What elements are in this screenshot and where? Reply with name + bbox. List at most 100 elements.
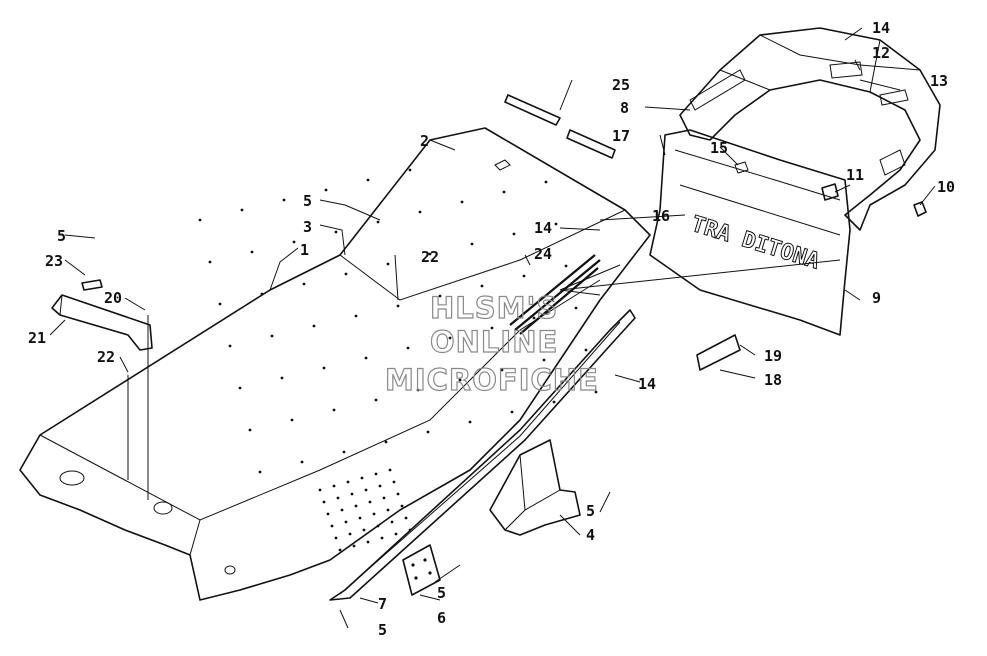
callout-1: 1 — [300, 241, 309, 259]
rivet-hole — [394, 532, 398, 536]
bracket — [489, 439, 581, 536]
callout-18: 18 — [764, 371, 782, 389]
callout-11: 11 — [846, 166, 864, 184]
rivet-hole — [554, 222, 558, 226]
rivet-hole — [300, 460, 304, 464]
callout-19: 19 — [764, 347, 782, 365]
rivet-hole — [334, 536, 338, 540]
rivet-hole — [354, 504, 358, 508]
callout-14-top: 14 — [872, 19, 890, 37]
rivet-hole — [378, 484, 382, 488]
rivet-hole — [336, 496, 340, 500]
rivet-hole — [372, 512, 376, 516]
rivet-hole — [390, 520, 394, 524]
decal-strips — [504, 94, 616, 159]
rear-bumper — [679, 27, 941, 231]
rivet-hole — [352, 544, 356, 548]
watermark-line-3: MICROFICHE — [385, 363, 599, 397]
rivet-hole — [376, 220, 380, 224]
callout-24: 24 — [534, 245, 552, 263]
rivet-hole — [322, 500, 326, 504]
hatched-strip — [509, 254, 601, 335]
callout-20: 20 — [104, 289, 122, 307]
rivet-hole — [350, 492, 354, 496]
callout-13: 13 — [930, 72, 948, 90]
rivet-hole — [502, 190, 506, 194]
rivet-hole — [238, 386, 242, 390]
rivet-hole — [574, 306, 578, 310]
rivet-hole — [240, 208, 244, 212]
rivet-hole — [418, 210, 422, 214]
callout-labels: 1 2 3 4 5 5 5 5 5 6 7 8 9 10 11 12 13 14… — [28, 19, 955, 639]
rivet-hole — [564, 264, 568, 268]
reflector — [696, 334, 741, 371]
rivet-hole — [324, 188, 328, 192]
flap-decal-text: TRA DITONA — [688, 212, 822, 275]
rivet-hole — [364, 356, 368, 360]
rivet-hole — [388, 468, 392, 472]
callout-22-left: 22 — [97, 348, 115, 366]
rivet-hole — [330, 524, 334, 528]
rivet-hole — [386, 508, 390, 512]
rivet-hole — [228, 344, 232, 348]
rivet-hole — [468, 420, 472, 424]
rivet-hole — [408, 168, 412, 172]
rivet-hole — [544, 180, 548, 184]
rivet-hole — [406, 346, 410, 350]
rivet-hole — [348, 532, 352, 536]
rivet-hole — [382, 496, 386, 500]
rivet-hole — [542, 358, 546, 362]
rivet-hole — [552, 400, 556, 404]
rivet-hole — [532, 316, 536, 320]
rivet-hole — [512, 232, 516, 236]
callout-5-top: 5 — [303, 192, 312, 210]
callout-21: 21 — [28, 329, 46, 347]
rivet-hole — [358, 516, 362, 520]
callout-14-bottom: 14 — [638, 375, 656, 393]
rivet-hole — [290, 418, 294, 422]
rivet-hole — [584, 348, 588, 352]
rivet-hole — [416, 388, 420, 392]
rivet-hole — [346, 480, 350, 484]
rivet-hole — [426, 430, 430, 434]
rivet-hole — [344, 520, 348, 524]
rivet-hole — [208, 260, 212, 264]
leader-lines — [49, 27, 936, 629]
rivet-hole — [490, 326, 494, 330]
callout-17: 17 — [612, 127, 630, 145]
rivet-hole — [404, 516, 408, 520]
rivet-hole — [312, 324, 316, 328]
callout-25: 25 — [612, 76, 630, 94]
rivet-hole — [366, 178, 370, 182]
callout-10: 10 — [937, 178, 955, 196]
rivet-hole — [594, 390, 598, 394]
callout-8: 8 — [620, 99, 629, 117]
rivet-hole — [480, 284, 484, 288]
rear-flap: TRA DITONA — [649, 129, 851, 336]
rivet-hole — [354, 314, 358, 318]
rivet-hole — [396, 304, 400, 308]
callout-9: 9 — [872, 289, 881, 307]
rivet-hole — [360, 476, 364, 480]
rivet-hole — [362, 528, 366, 532]
panel-holes — [198, 168, 598, 552]
rivet-hole — [302, 282, 306, 286]
rivet-hole — [198, 218, 202, 222]
callout-7: 7 — [378, 595, 387, 613]
rivet-hole — [368, 500, 372, 504]
callout-16: 16 — [652, 207, 670, 225]
callout-5-left: 5 — [57, 227, 66, 245]
rivet-hole — [322, 366, 326, 370]
rivet-hole — [522, 274, 526, 278]
rivet-hole — [218, 302, 222, 306]
callout-4: 4 — [586, 526, 595, 544]
side-rail — [329, 309, 636, 601]
watermark-line-2: ONLINE — [430, 325, 558, 359]
rivet-hole — [338, 548, 342, 552]
callout-5-bottom: 5 — [378, 621, 387, 639]
rivet-hole — [386, 262, 390, 266]
rivet-hole — [282, 198, 286, 202]
rivet-hole — [392, 480, 396, 484]
callout-14-mid: 14 — [534, 219, 552, 237]
